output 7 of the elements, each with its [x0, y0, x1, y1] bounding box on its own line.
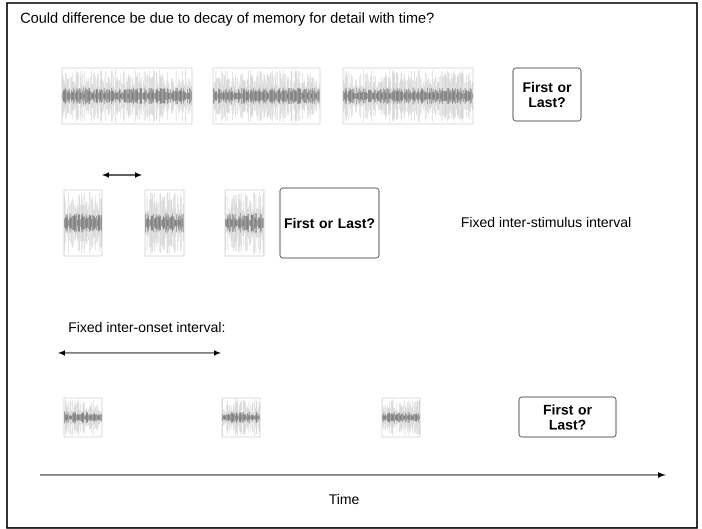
- label: Fixed inter-onset interval:: [69, 322, 224, 332]
- answer-box: First or Last?: [518, 396, 616, 438]
- title: Could difference be due to decay of memory for detail with time?: [20, 12, 434, 26]
- answer-box: First or Last?: [512, 68, 582, 122]
- answer-box: First or Last?: [280, 188, 380, 258]
- label: Fixed inter-stimulus interval: [462, 216, 630, 228]
- label: Time: [329, 494, 359, 504]
